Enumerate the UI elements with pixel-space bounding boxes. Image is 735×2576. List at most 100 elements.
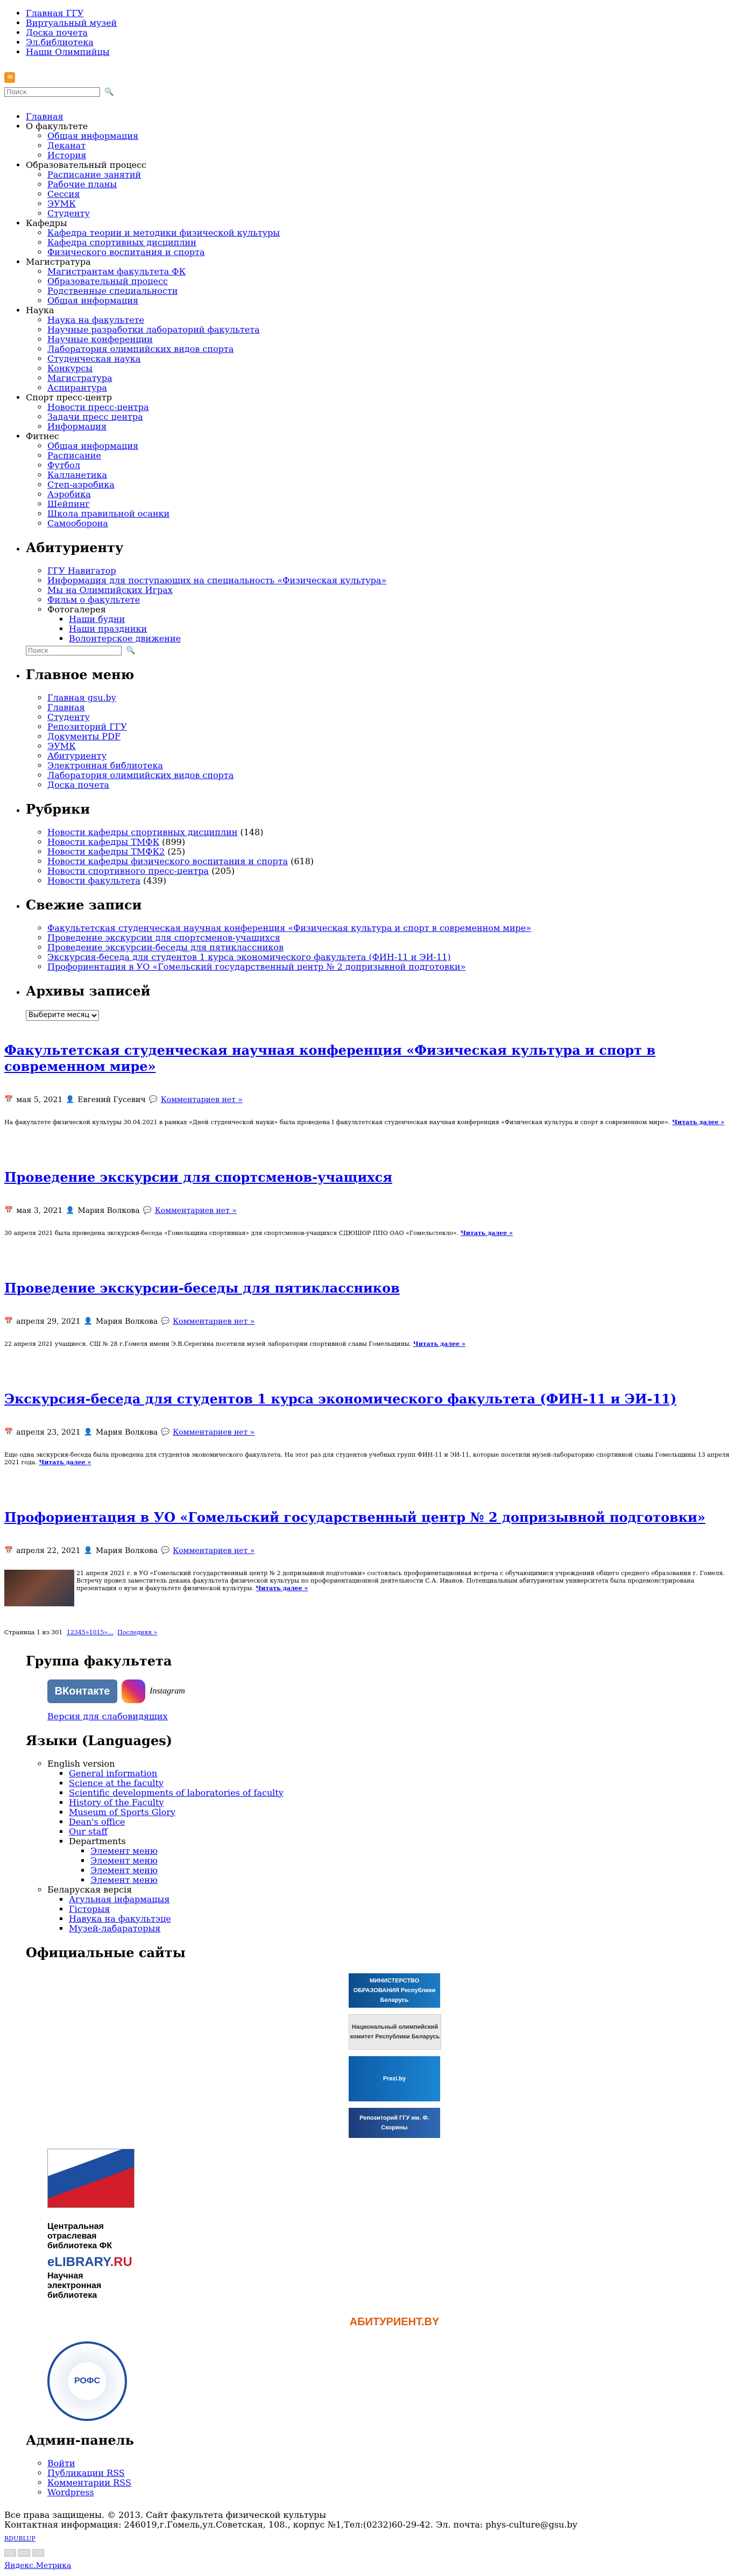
submenu-item-link[interactable]: Деканат <box>47 140 86 151</box>
submenu-item-link[interactable]: Конкурсы <box>47 363 93 373</box>
post-comments-link[interactable]: Комментариев нет » <box>173 1546 255 1555</box>
pagination-last-link[interactable]: Последняя » <box>117 1628 158 1636</box>
recent-post-link[interactable]: Профориентация в УО «Гомельский государс… <box>47 962 466 972</box>
counter-icon[interactable] <box>18 2549 30 2557</box>
belarus-item-link[interactable]: Музей-лабараторыя <box>69 1923 161 1933</box>
recent-post-link[interactable]: Экскурсия-беседа для студентов 1 курса э… <box>47 952 451 962</box>
submenu-item-link[interactable]: Задачи пресс центра <box>47 412 143 422</box>
main-menu-widget-item-link[interactable]: ЭУМК <box>47 741 76 751</box>
instagram-label[interactable]: Instagram <box>150 1686 185 1696</box>
main-menu-widget-item-link[interactable]: Документы PDF <box>47 731 121 742</box>
footer-small-anchor[interactable]: RDUBLUP <box>4 2535 36 2542</box>
recent-post-link[interactable]: Факультетская студенческая научная конфе… <box>47 923 532 933</box>
submenu-item-link[interactable]: Общая информация <box>47 441 139 451</box>
submenu-item-link[interactable]: Рабочие планы <box>47 179 117 189</box>
metrika-anchor[interactable]: Яндекс.Метрика <box>4 2561 72 2570</box>
submenu-item-link[interactable]: Наука на факультете <box>47 315 144 325</box>
prezi-banner[interactable]: Prezi.by <box>349 2056 440 2101</box>
english-item-link[interactable]: Our staff <box>69 1826 108 1837</box>
search-icon[interactable]: 🔍 <box>126 646 136 655</box>
submenu-item-link[interactable]: Магистратура <box>47 373 112 383</box>
top-link-link[interactable]: Доска почета <box>26 27 88 38</box>
main-menu-widget-item-link[interactable]: Главная gsu.by <box>47 693 116 703</box>
belarus-item-link[interactable]: Агульная інфармацыя <box>69 1894 170 1904</box>
post-thumbnail[interactable] <box>4 1569 74 1606</box>
accessible-version-link[interactable]: Версия для слабовидящих <box>47 1711 168 1721</box>
main-menu-widget-item-link[interactable]: Электронная библиотека <box>47 760 163 771</box>
read-more-link[interactable]: Читать далее » <box>39 1458 91 1466</box>
admin-item-link[interactable]: Комментарии RSS <box>47 2477 131 2488</box>
olympic-committee-banner[interactable]: Национальный олимпийский комитет Республ… <box>349 2014 441 2050</box>
top-link-link[interactable]: Главная ГГУ <box>26 8 84 18</box>
rofs-logo-icon[interactable]: РОФС <box>47 2341 127 2421</box>
rubric-link[interactable]: Новости спортивного пресс-центра <box>47 866 209 876</box>
department-item-link[interactable]: Элемент меню <box>90 1865 158 1875</box>
rubric-link[interactable]: Новости кафедры спортивных дисциплин <box>47 827 238 837</box>
submenu-item-link[interactable]: Физического воспитания и спорта <box>47 247 205 257</box>
english-item-link[interactable]: General information <box>69 1768 158 1779</box>
main-menu-widget-item-link[interactable]: Репозиторий ГГУ <box>47 722 127 732</box>
post-title-link[interactable]: Проведение экскурсии для спортсменов-уча… <box>4 1169 392 1185</box>
rubric-link[interactable]: Новости факультета <box>47 876 140 886</box>
abiturient-by-banner[interactable]: АБИТУРИЕНТ.BY <box>349 2316 440 2328</box>
rss-icon[interactable] <box>4 72 15 83</box>
submenu-item-link[interactable]: Студенту <box>47 208 90 218</box>
abiturient-item-link[interactable]: Информация для поступающих на специально… <box>47 575 387 585</box>
abiturient-item-link[interactable]: Фильм о факультете <box>47 595 140 605</box>
read-more-link[interactable]: Читать далее » <box>672 1118 725 1126</box>
submenu-item-link[interactable]: Аспирантура <box>47 383 107 393</box>
pagination-pages-link[interactable]: 12345»1015»... <box>66 1628 114 1636</box>
submenu-item-link[interactable]: Общая информация <box>47 295 139 306</box>
photo-gallery-link[interactable]: Волонтерское движение <box>69 633 181 644</box>
top-link-link[interactable]: Эл.библиотека <box>26 37 94 47</box>
rubric-link[interactable]: Новости кафедры ТМФК <box>47 837 159 847</box>
submenu-item-link[interactable]: ЭУМК <box>47 199 76 209</box>
counter-icon[interactable] <box>32 2549 44 2557</box>
belarus-item-link[interactable]: Навука на факультэце <box>69 1913 171 1924</box>
submenu-item-link[interactable]: Кафедра спортивных дисциплин <box>47 237 196 248</box>
repository-banner[interactable]: Репозиторий ГГУ им. Ф. Скорины <box>349 2107 440 2138</box>
menu-item-link[interactable]: Главная <box>26 111 63 122</box>
submenu-item-link[interactable]: Расписание занятий <box>47 170 142 180</box>
post-comments-link[interactable]: Комментариев нет » <box>173 1428 255 1437</box>
rubric-link[interactable]: Новости кафедры физического воспитания и… <box>47 856 288 866</box>
post-title-link[interactable]: Профориентация в УО «Гомельский государс… <box>4 1509 705 1525</box>
post-title-link[interactable]: Проведение экскурсии-беседы для пятиклас… <box>4 1280 400 1296</box>
english-item-link[interactable]: Museum of Sports Glory <box>69 1806 175 1817</box>
photo-gallery-link[interactable]: Наши праздники <box>69 624 147 634</box>
english-item-link[interactable]: Dean's office <box>69 1816 125 1827</box>
main-menu-widget-item-link[interactable]: Абитуриенту <box>47 751 107 761</box>
submenu-item-link[interactable]: Сессия <box>47 189 80 199</box>
post-comments-link[interactable]: Комментариев нет » <box>160 1095 243 1104</box>
archive-month-select[interactable]: Выберите месяц <box>26 1010 99 1021</box>
submenu-item-link[interactable]: Футбол <box>47 460 80 470</box>
submenu-item-link[interactable]: Новости пресс-центра <box>47 402 149 412</box>
submenu-item-link[interactable]: Магистрантам факультета ФК <box>47 266 186 277</box>
post-title-link[interactable]: Факультетская студенческая научная конфе… <box>4 1042 656 1074</box>
department-item-link[interactable]: Элемент меню <box>90 1855 158 1866</box>
vk-logo-icon[interactable]: ВКонтакте <box>47 1679 117 1703</box>
post-comments-link[interactable]: Комментариев нет » <box>173 1317 255 1326</box>
submenu-item-link[interactable]: Образовательный процесс <box>47 276 168 286</box>
abiturient-item-link[interactable]: Мы на Олимпийских Играх <box>47 585 173 595</box>
submenu-item-link[interactable]: Расписание <box>47 450 101 461</box>
top-link-link[interactable]: Виртуальный музей <box>26 18 117 28</box>
main-menu-widget-item-link[interactable]: Студенту <box>47 712 90 722</box>
submenu-item-link[interactable]: Научные конференции <box>47 334 153 344</box>
submenu-item-link[interactable]: Студенческая наука <box>47 354 141 364</box>
admin-item-link[interactable]: Войти <box>47 2458 75 2468</box>
instagram-logo-icon[interactable] <box>122 1679 145 1703</box>
belarus-item-link[interactable]: Гісторыя <box>69 1903 110 1914</box>
submenu-item-link[interactable]: Степ-аэробика <box>47 479 115 490</box>
post-title-link[interactable]: Экскурсия-беседа для студентов 1 курса э… <box>4 1391 677 1407</box>
main-menu-widget-item-link[interactable]: Лаборатория олимпийских видов спорта <box>47 770 234 780</box>
counter-icon[interactable] <box>4 2549 16 2557</box>
search-icon[interactable]: 🔍 <box>104 88 114 96</box>
search-input[interactable] <box>4 87 100 97</box>
submenu-item-link[interactable]: Информация <box>47 421 107 432</box>
department-item-link[interactable]: Элемент меню <box>90 1874 158 1885</box>
submenu-item-link[interactable]: Родственные специальности <box>47 286 178 296</box>
submenu-item-link[interactable]: Кафедра теории и методики физической кул… <box>47 228 280 238</box>
main-menu-widget-item-link[interactable]: Главная <box>47 702 85 712</box>
english-item-link[interactable]: History of the Faculty <box>69 1797 164 1808</box>
